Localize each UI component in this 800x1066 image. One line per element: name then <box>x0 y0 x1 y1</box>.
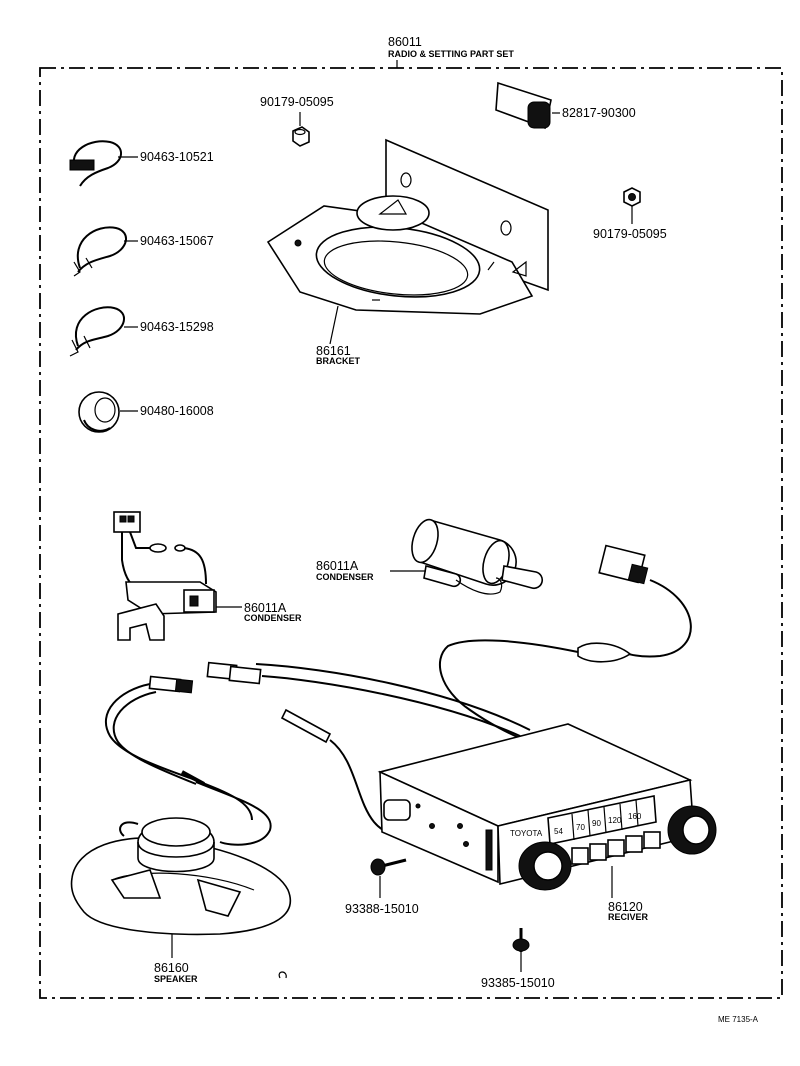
bracket-name: BRACKET <box>316 356 361 366</box>
condenser-a[interactable] <box>113 511 242 641</box>
dial-scale-160: 160 <box>628 812 642 821</box>
screw-2-label[interactable]: 93385-15010 <box>481 976 555 990</box>
dial-scale-120: 120 <box>608 816 622 825</box>
power-connector[interactable] <box>439 544 692 739</box>
set-header: 86011 RADIO & SETTING PART SET <box>388 35 514 68</box>
nut-top[interactable] <box>292 112 310 147</box>
condenser-b[interactable] <box>390 517 544 595</box>
bracket[interactable] <box>266 138 549 345</box>
clamp-3-label[interactable]: 90463-15298 <box>140 320 214 334</box>
condenser-b-part-number[interactable]: 86011A <box>316 559 359 573</box>
receiver-name: RECIVER <box>608 912 649 922</box>
tag-part[interactable] <box>495 81 560 130</box>
clamp-3[interactable] <box>69 306 138 357</box>
receiver-brand-text: TOYOTA <box>510 829 543 838</box>
speaker-name: SPEAKER <box>154 974 198 984</box>
bracket-part-number[interactable]: 86161 <box>316 344 351 358</box>
receiver-part-number[interactable]: 86120 <box>608 900 643 914</box>
set-name: RADIO & SETTING PART SET <box>388 49 514 59</box>
nut-right-label[interactable]: 90179-05095 <box>593 227 667 241</box>
clamp-2-label[interactable]: 90463-15067 <box>140 234 214 248</box>
grommet[interactable] <box>78 391 138 433</box>
set-boundary-frame <box>39 67 783 999</box>
stray-mark <box>278 971 287 979</box>
speaker-leads <box>104 661 531 846</box>
clamp-1-label[interactable]: 90463-10521 <box>140 150 214 164</box>
drawing-code: ME 7135-A <box>718 1015 759 1024</box>
screw-1-label[interactable]: 93388-15010 <box>345 902 419 916</box>
speaker-part-number[interactable]: 86160 <box>154 961 189 975</box>
dial-scale-70: 70 <box>576 823 585 832</box>
set-part-number[interactable]: 86011 <box>388 35 422 49</box>
speaker[interactable] <box>70 817 292 958</box>
grommet-label[interactable]: 90480-16008 <box>140 404 214 418</box>
clamp-1[interactable] <box>69 140 138 187</box>
dial-scale-54: 54 <box>554 827 563 836</box>
nut-top-label[interactable]: 90179-05095 <box>260 95 334 109</box>
nut-right[interactable] <box>623 187 641 224</box>
condenser-a-name: CONDENSER <box>244 613 302 623</box>
condenser-b-name: CONDENSER <box>316 572 374 582</box>
screw-2[interactable] <box>512 928 530 972</box>
condenser-a-part-number[interactable]: 86011A <box>244 601 287 615</box>
clamp-2[interactable] <box>73 226 138 277</box>
screw-1[interactable] <box>370 858 407 898</box>
tag-label[interactable]: 82817-90300 <box>562 106 636 120</box>
receiver[interactable] <box>377 723 717 898</box>
dial-scale-90: 90 <box>592 819 601 828</box>
